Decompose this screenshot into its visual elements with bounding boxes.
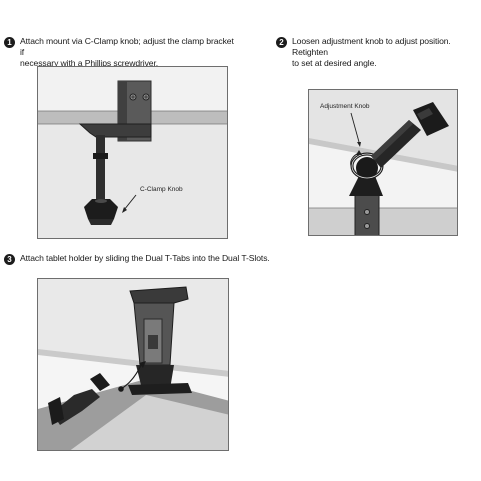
tablet-holder-drawing (38, 279, 228, 450)
step-1-illustration: C-Clamp Knob (37, 66, 228, 239)
step-3-caption: Attach tablet holder by sliding the Dual… (20, 253, 290, 264)
step-1-badge: 1 (4, 37, 15, 48)
step-2-caption-line-1: Loosen adjustment knob to adjust positio… (292, 36, 451, 57)
step-2-caption: Loosen adjustment knob to adjust positio… (292, 36, 477, 69)
step-1-caption-line-2: necessary with a Phillips screwdriver. (20, 58, 159, 68)
adjustment-knob-callout: Adjustment Knob (320, 103, 370, 110)
step-3-caption-line-1: Attach tablet holder by sliding the Dual… (20, 253, 270, 263)
c-clamp-knob-callout: C-Clamp Knob (140, 186, 183, 193)
step-2-caption-line-2: to set at desired angle. (292, 58, 377, 68)
adjustment-knob-drawing (309, 90, 457, 235)
step-3-illustration (37, 278, 229, 451)
step-3-badge: 3 (4, 254, 15, 265)
step-2-illustration: Adjustment Knob (308, 89, 458, 236)
step-2-badge: 2 (276, 37, 287, 48)
step-1-caption: Attach mount via C-Clamp knob; adjust th… (20, 36, 240, 69)
step-1-caption-line-1: Attach mount via C-Clamp knob; adjust th… (20, 36, 234, 57)
clamp-mount-drawing (38, 67, 227, 238)
